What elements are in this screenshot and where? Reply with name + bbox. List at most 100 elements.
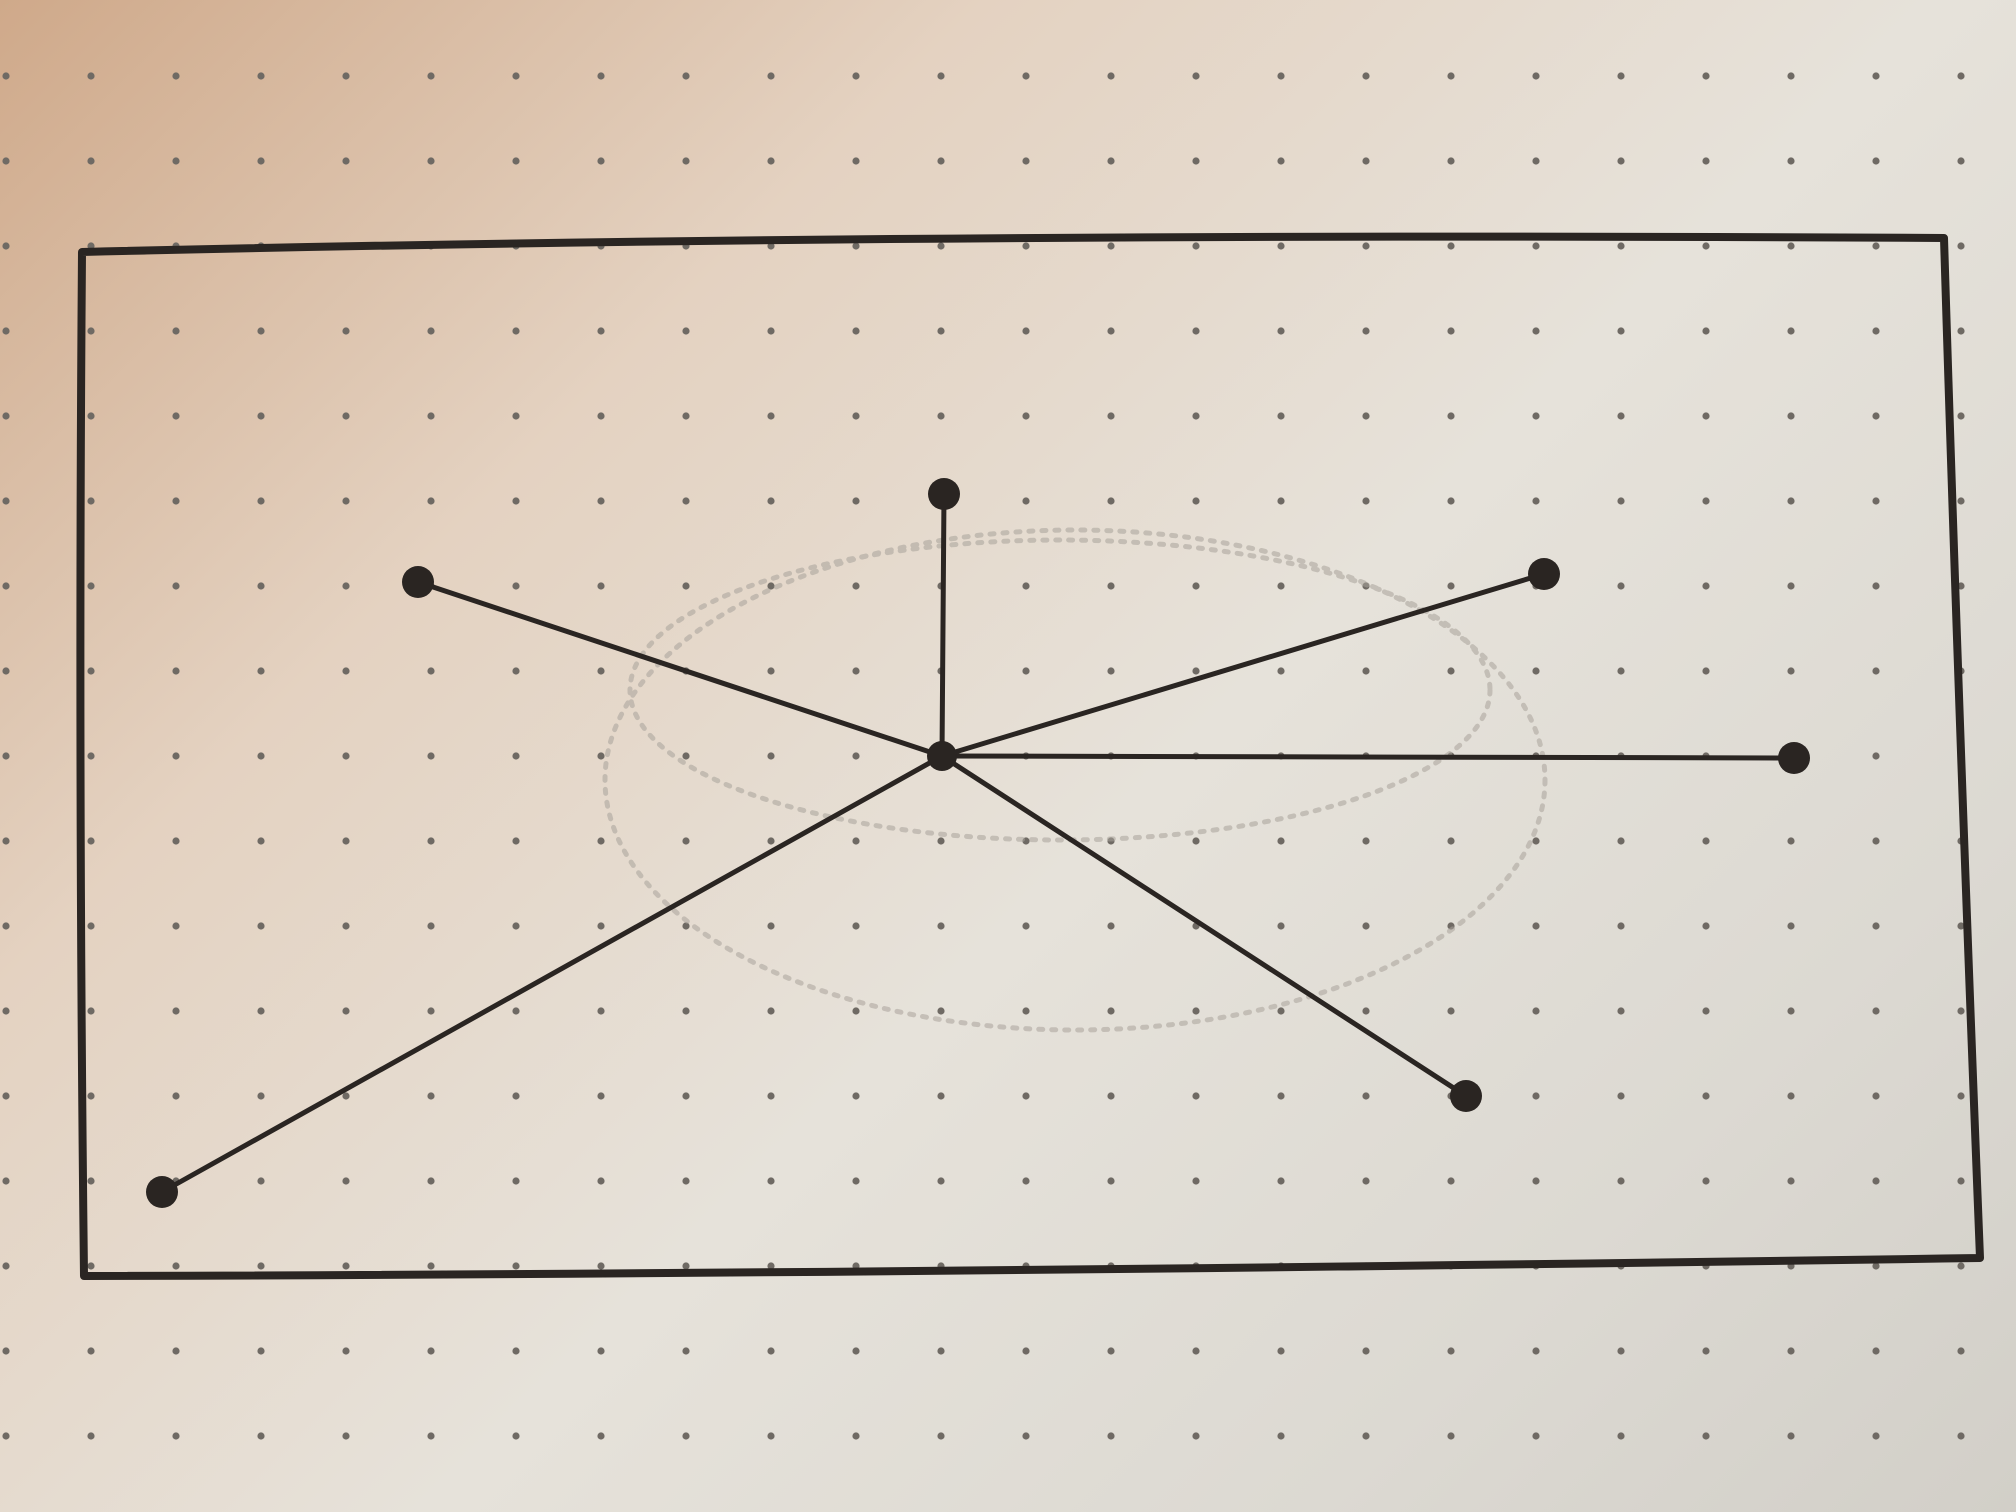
grid-dot	[172, 1092, 180, 1100]
grid-dot	[87, 922, 95, 930]
grid-dot	[1107, 1347, 1115, 1355]
grid-dot	[257, 1432, 265, 1440]
graph-edges	[159, 491, 1797, 1195]
grid-dot	[597, 327, 605, 335]
grid-dot	[172, 667, 180, 675]
grid-dot	[1787, 1347, 1795, 1355]
grid-dot	[1362, 1177, 1370, 1185]
grid-dot	[1447, 1177, 1455, 1185]
grid-dot	[427, 157, 435, 165]
grid-dot	[1702, 157, 1710, 165]
grid-dot	[87, 412, 95, 420]
grid-dot	[852, 752, 860, 760]
grid-dot	[1787, 327, 1795, 335]
grid-dot	[257, 667, 265, 675]
grid-dot	[87, 1092, 95, 1100]
grid-dot	[1192, 412, 1200, 420]
grid-dot	[682, 327, 690, 335]
grid-dot	[767, 752, 775, 760]
grid-dot	[682, 1092, 690, 1100]
grid-dot	[512, 752, 520, 760]
grid-dot	[937, 837, 945, 845]
grid-dot	[1617, 412, 1625, 420]
grid-dot	[257, 582, 265, 590]
grid-dot	[342, 922, 350, 930]
grid-dot	[1787, 667, 1795, 675]
grid-dot	[1872, 242, 1880, 250]
grid-dot	[1022, 1347, 1030, 1355]
grid-dot	[597, 1092, 605, 1100]
grid-dot	[1022, 327, 1030, 335]
grid-dot	[937, 72, 945, 80]
grid-dot	[1192, 242, 1200, 250]
grid-dot	[1787, 582, 1795, 590]
grid-dot	[2, 497, 10, 505]
grid-dot	[682, 497, 690, 505]
grid-dot	[1617, 667, 1625, 675]
grid-dot	[1022, 582, 1030, 590]
grid-dot	[852, 72, 860, 80]
grid-dot	[1872, 837, 1880, 845]
grid-dot	[257, 497, 265, 505]
grid-dot	[1022, 1007, 1030, 1015]
grid-dot	[597, 667, 605, 675]
grid-dot	[767, 1347, 775, 1355]
grid-dot	[1107, 157, 1115, 165]
grid-dot	[1617, 1092, 1625, 1100]
grid-dot	[1107, 497, 1115, 505]
grid-dot	[257, 752, 265, 760]
grid-dot	[767, 1177, 775, 1185]
grid-dot	[1872, 1177, 1880, 1185]
grid-dot	[1617, 1007, 1625, 1015]
grid-dot	[1702, 922, 1710, 930]
grid-dot	[1957, 497, 1965, 505]
grid-dot	[1787, 157, 1795, 165]
grid-dot	[1277, 242, 1285, 250]
grid-dot	[1872, 412, 1880, 420]
grid-dot	[512, 1262, 520, 1270]
grid-dot	[1957, 1432, 1965, 1440]
grid-dot	[1192, 667, 1200, 675]
grid-dot	[512, 412, 520, 420]
grid-dot	[597, 412, 605, 420]
grid-dot	[1617, 1347, 1625, 1355]
grid-dot	[1277, 412, 1285, 420]
grid-dot	[852, 1177, 860, 1185]
grid-dot	[1702, 837, 1710, 845]
grid-dot	[87, 752, 95, 760]
grid-dot	[2, 1092, 10, 1100]
grid-dot	[1787, 1092, 1795, 1100]
grid-dot	[1957, 412, 1965, 420]
grid-dot	[1107, 1092, 1115, 1100]
grid-dot	[1532, 1007, 1540, 1015]
grid-dot	[682, 1347, 690, 1355]
grid-dot	[1192, 1092, 1200, 1100]
grid-dot	[1192, 1007, 1200, 1015]
grid-dot	[1107, 72, 1115, 80]
graph-nodes	[146, 478, 1810, 1208]
grid-dot	[1192, 72, 1200, 80]
grid-dot	[512, 327, 520, 335]
grid-dot	[1872, 157, 1880, 165]
grid-dot	[257, 1347, 265, 1355]
node-lower-right	[1450, 1080, 1482, 1112]
edge-hub-to-upper-right	[939, 571, 1547, 759]
grid-dot	[342, 1262, 350, 1270]
grid-dot	[1447, 1007, 1455, 1015]
grid-dot	[342, 1007, 350, 1015]
grid-dot	[1192, 1177, 1200, 1185]
grid-dot	[682, 837, 690, 845]
grid-dot	[767, 497, 775, 505]
grid-dot	[1957, 1347, 1965, 1355]
grid-dot	[512, 1092, 520, 1100]
grid-dot	[1022, 412, 1030, 420]
grid-dot	[1957, 327, 1965, 335]
grid-dot	[2, 752, 10, 760]
grid-dot	[852, 497, 860, 505]
grid-dot	[87, 1177, 95, 1185]
grid-dot	[172, 1347, 180, 1355]
grid-dot	[1447, 1347, 1455, 1355]
grid-dot	[2, 922, 10, 930]
grid-dot	[682, 752, 690, 760]
grid-dot	[767, 922, 775, 930]
